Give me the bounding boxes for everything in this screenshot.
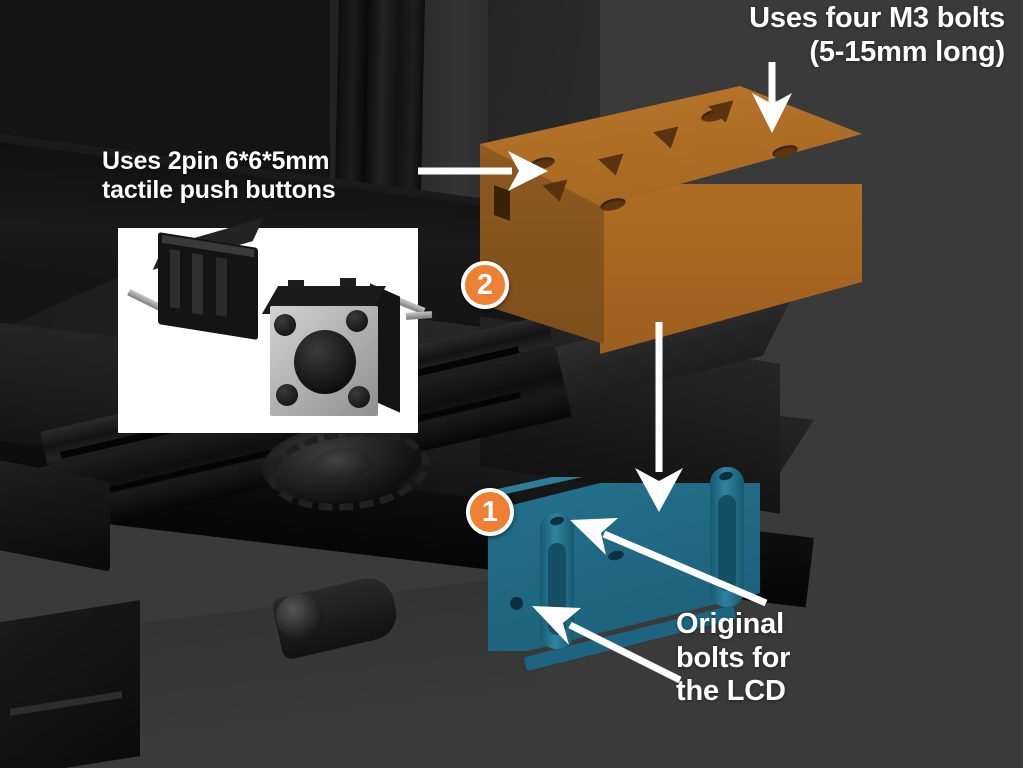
lcd-bracket-slot-right <box>718 495 736 591</box>
lcd-bracket-slot-left <box>548 543 566 635</box>
switch-front-button <box>294 330 356 394</box>
switch-side-slot-3 <box>216 257 227 317</box>
printer-rod-cap <box>276 594 324 640</box>
printer-power-supply <box>0 600 140 768</box>
switch-side-slot-2 <box>192 253 203 315</box>
switch-front-corner-4 <box>348 386 370 408</box>
switch-front-corner-2 <box>346 310 368 332</box>
button-housing-side-face <box>600 184 862 354</box>
switch-front-corner-3 <box>276 384 298 406</box>
button-housing-wire-slot <box>494 185 510 221</box>
switch-front-corner-1 <box>274 314 296 336</box>
lcd-bracket-part <box>488 455 808 671</box>
switch-side-slot-1 <box>170 249 180 309</box>
button-housing-part <box>472 86 862 366</box>
tactile-switch-photo <box>118 218 433 433</box>
lcd-bolt-hole-lower-left <box>510 597 523 610</box>
